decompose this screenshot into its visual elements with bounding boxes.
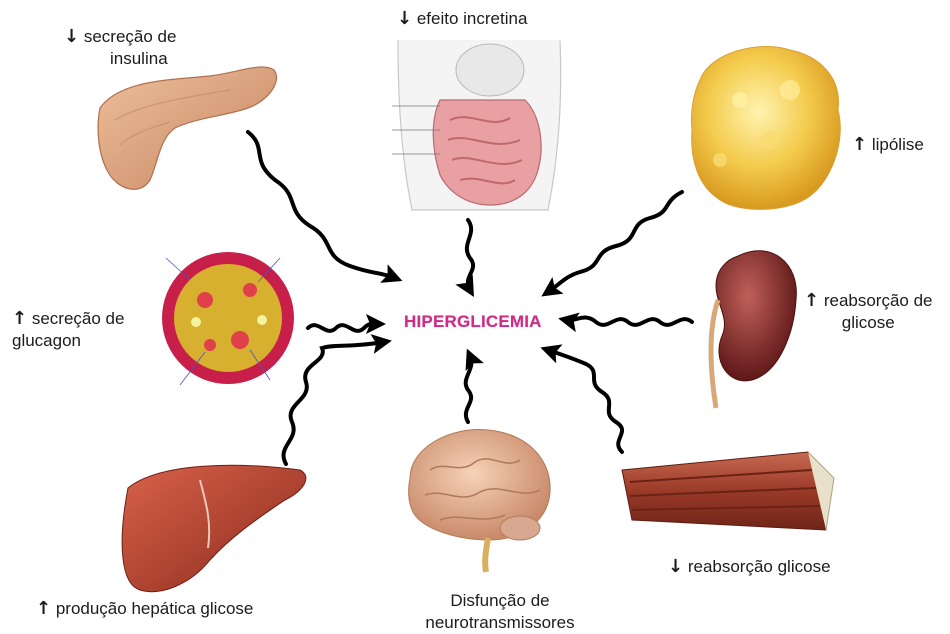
alpha-cell-label-line1: secreção de	[32, 309, 125, 328]
wavy-arrow-icon	[284, 342, 384, 464]
pancreas-label-line2: insulina	[64, 49, 168, 68]
brain-label: Disfunção de neurotransmissores	[410, 590, 590, 634]
intestine-image	[392, 40, 561, 210]
liver-label: ↑ produção hepática glicose	[36, 598, 253, 620]
wavy-arrow-icon	[248, 132, 395, 278]
up-arrow-icon: ↑	[36, 598, 51, 619]
alpha-cell-label-line2: glucagon	[12, 331, 81, 350]
muscle-image	[622, 452, 834, 530]
adipose-tissue-image	[691, 47, 840, 210]
brain-label-line1: Disfunção de	[450, 591, 549, 610]
muscle-label: ↓ reabsorção glicose	[668, 556, 831, 578]
wavy-arrow-icon	[466, 356, 472, 422]
kidney-label-line1: reabsorção de	[824, 291, 933, 310]
up-arrow-icon: ↑	[804, 290, 819, 311]
wavy-arrow-icon	[566, 317, 692, 324]
wavy-arrow-icon	[467, 220, 473, 290]
up-arrow-icon: ↑	[12, 308, 27, 329]
intestine-label: ↓ efeito incretina	[397, 8, 527, 30]
liver-label-line1: produção hepática glicose	[56, 599, 254, 618]
down-arrow-icon: ↓	[397, 8, 412, 29]
liver-image	[122, 465, 306, 591]
adipose-label: ↑ lipólise	[852, 134, 924, 156]
pancreas-label: ↓ secreção de insulina	[64, 26, 176, 70]
kidney-label: ↑ reabsorção de glicose	[804, 290, 933, 334]
brain-image	[409, 430, 550, 572]
pancreas-image	[98, 67, 276, 189]
pancreas-label-line1: secreção de	[84, 27, 177, 46]
wavy-arrow-icon	[548, 192, 682, 292]
kidney-image	[711, 251, 796, 408]
adipose-label-line1: lipólise	[872, 135, 924, 154]
hyperglycemia-label: HIPERGLICEMIA	[404, 312, 542, 332]
wavy-arrow-icon	[308, 324, 378, 331]
brain-label-line2: neurotransmissores	[425, 613, 574, 632]
wavy-arrow-icon	[548, 350, 622, 452]
pancreatic-islet-image	[162, 252, 294, 385]
alpha-cell-label: ↑ secreção de glucagon	[12, 308, 124, 352]
down-arrow-icon: ↓	[668, 556, 683, 577]
down-arrow-icon: ↓	[64, 26, 79, 47]
kidney-label-line2: glicose	[842, 313, 895, 332]
muscle-label-line1: reabsorção glicose	[688, 557, 831, 576]
intestine-label-line1: efeito incretina	[417, 9, 528, 28]
up-arrow-icon: ↑	[852, 134, 867, 155]
